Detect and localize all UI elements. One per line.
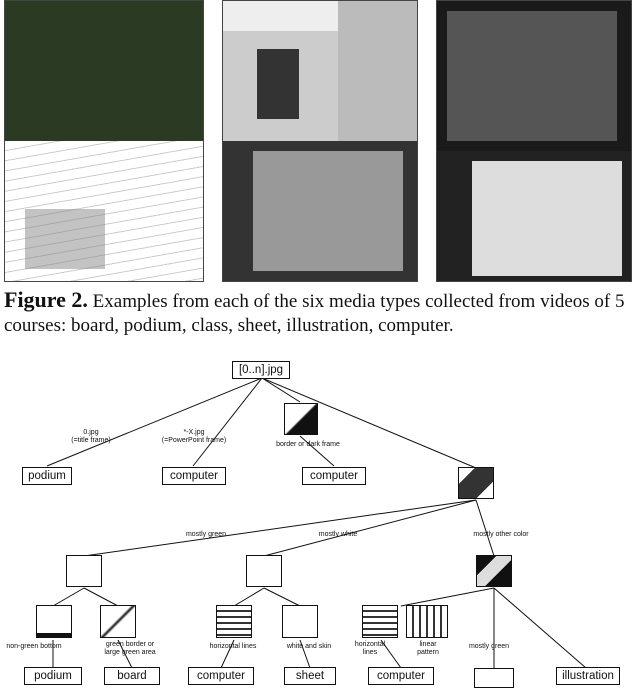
edge-label-border-dark: border or dark frame bbox=[268, 441, 348, 449]
green-node bbox=[66, 555, 102, 587]
figure-number: Figure 2. bbox=[4, 287, 88, 312]
class-example-photo bbox=[436, 0, 632, 282]
edge-label-linear-pattern: linear pattern bbox=[402, 641, 454, 657]
green-border-node bbox=[100, 605, 136, 638]
other-color-node bbox=[476, 555, 512, 587]
leaf-illustration: illustration bbox=[556, 667, 620, 685]
edge-label-mostly-green-2: mostly green bbox=[458, 643, 520, 651]
horizontal-lines-node bbox=[216, 605, 252, 638]
edge-label-non-green-bottom-text: non-green bottom bbox=[6, 643, 62, 650]
non-green-bottom-node bbox=[36, 605, 72, 638]
color-node bbox=[458, 467, 494, 499]
edge-label-horizontal-lines-2: horizontal lines bbox=[344, 641, 396, 657]
edge-label-mostly-white: mostly white bbox=[308, 531, 368, 539]
edge-label-mostly-white-text: mostly white bbox=[318, 531, 358, 538]
edge-label-ppt-frame: *-X.jpg (=PowerPoint frame) bbox=[144, 429, 244, 445]
leaf-computer-1: computer bbox=[162, 467, 226, 485]
edge-label-title-frame: 0.jpg (=title frame) bbox=[56, 429, 126, 445]
figure-caption: Figure 2. Examples from each of the six … bbox=[4, 288, 632, 338]
linear-pattern-node bbox=[406, 605, 448, 638]
leaf-computer-2: computer bbox=[302, 467, 366, 485]
edge-label-ppt-frame-text: *-X.jpg (=PowerPoint frame) bbox=[161, 429, 227, 444]
edge-label-mostly-green-text: mostly green bbox=[185, 531, 227, 538]
white-node bbox=[246, 555, 282, 587]
edge-label-mostly-other: mostly other color bbox=[454, 531, 548, 539]
edge-label-white-and-skin: white and skin bbox=[276, 643, 342, 651]
edge-label-mostly-green-2-text: mostly green bbox=[468, 643, 510, 650]
figure-caption-text: Examples from each of the six media type… bbox=[4, 291, 625, 336]
edge-label-horizontal-lines: horizontal lines bbox=[200, 643, 266, 651]
edge-label-horizontal-lines-2-text: horizontal lines bbox=[354, 641, 386, 656]
leaf-board: board bbox=[104, 667, 160, 685]
board-example-photo bbox=[4, 0, 204, 282]
white-skin-node bbox=[282, 605, 318, 638]
edge-label-white-and-skin-text: white and skin bbox=[286, 643, 332, 650]
leaf-podium-2: podium bbox=[24, 667, 82, 685]
edge-label-mostly-other-text: mostly other color bbox=[473, 531, 529, 538]
root-node: [0..n].jpg bbox=[232, 361, 290, 379]
podium-example-photo bbox=[222, 0, 418, 282]
horizontal-lines-node-2 bbox=[362, 605, 398, 638]
leaf-podium-1: podium bbox=[22, 467, 72, 485]
leaf-computer-3: computer bbox=[188, 667, 254, 685]
edge-label-mostly-green: mostly green bbox=[176, 531, 236, 539]
edge-label-linear-pattern-text: linear pattern bbox=[417, 641, 439, 656]
leaf-sheet: sheet bbox=[284, 667, 336, 685]
edge-label-green-border: green border or large green area bbox=[88, 641, 172, 657]
edge-label-non-green-bottom: non-green bottom bbox=[0, 643, 68, 651]
leaf-computer-4: computer bbox=[368, 667, 434, 685]
edge-label-horizontal-lines-text: horizontal lines bbox=[209, 643, 257, 650]
edge-label-green-border-text: green border or large green area bbox=[104, 641, 156, 656]
mostly-green-node bbox=[474, 668, 514, 688]
dark-frame-node bbox=[284, 403, 318, 435]
edge-label-title-frame-text: 0.jpg (=title frame) bbox=[71, 429, 111, 444]
edge-label-border-dark-text: border or dark frame bbox=[276, 441, 340, 448]
